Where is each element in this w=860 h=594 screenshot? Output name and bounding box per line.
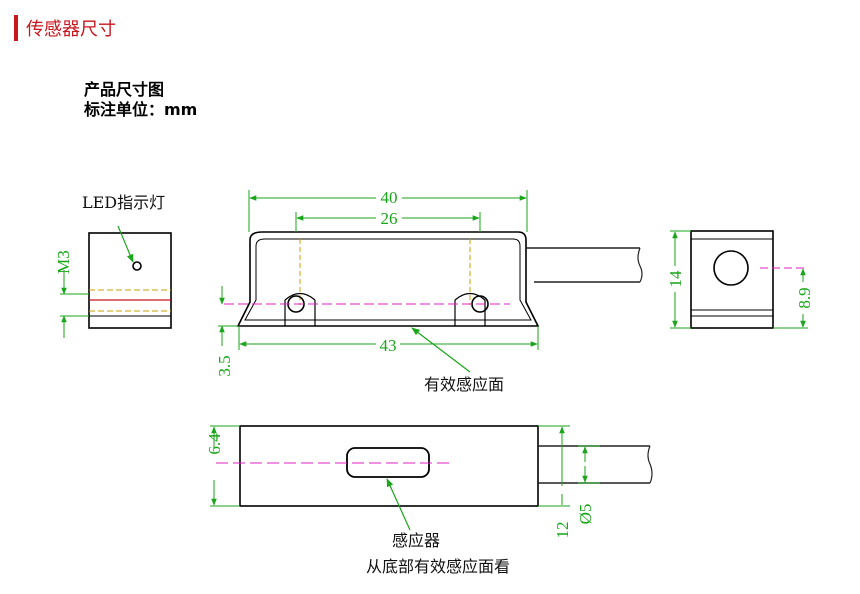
- dim-overall-length: 40: [381, 188, 398, 207]
- side-view-left: [60, 225, 172, 338]
- units-label: 标注单位：mm: [84, 100, 198, 119]
- sensing-face-label: 有效感应面: [424, 375, 504, 394]
- cable-break: [637, 247, 643, 283]
- sensor-leader: [386, 478, 411, 531]
- led-indicator-icon: [132, 261, 142, 271]
- dim-cable-center: 8.9: [795, 287, 814, 308]
- dim-depth-offset: 6.4: [205, 433, 224, 455]
- section-accent-bar: [14, 15, 18, 41]
- dim-thread: M3: [54, 250, 73, 274]
- front-view: [218, 190, 643, 373]
- led-label: LED指示灯: [82, 193, 165, 212]
- front-body-inner: [244, 238, 532, 321]
- cable-break: [647, 445, 653, 484]
- drawing-title: 产品尺寸图: [84, 80, 165, 99]
- bottom-body-outline: [239, 425, 539, 507]
- dim-height: 14: [666, 270, 685, 288]
- led-leader: [117, 225, 134, 263]
- end-body-outline: [690, 230, 774, 329]
- dim-base-length: 43: [380, 336, 397, 355]
- side-body-outline: [88, 232, 172, 329]
- bottom-view: [210, 425, 653, 531]
- sensing-face-leader: [411, 327, 471, 373]
- cable-exit-icon: [713, 250, 749, 286]
- section-header: 传感器尺寸: [14, 14, 116, 42]
- front-body-outline: [236, 231, 540, 327]
- info-block: 产品尺寸图 标注单位：mm: [84, 80, 197, 120]
- sensor-label: 感应器: [392, 531, 440, 550]
- bottom-view-caption: 从底部有效感应面看: [366, 557, 510, 576]
- dim-width: 12: [553, 522, 572, 539]
- dim-cable-diameter: Ø5: [576, 504, 595, 525]
- dim-hole-spacing: 26: [381, 209, 398, 228]
- section-title: 传感器尺寸: [26, 19, 116, 40]
- dim-flange-height: 3.5: [215, 355, 234, 376]
- end-view-right: [670, 230, 808, 329]
